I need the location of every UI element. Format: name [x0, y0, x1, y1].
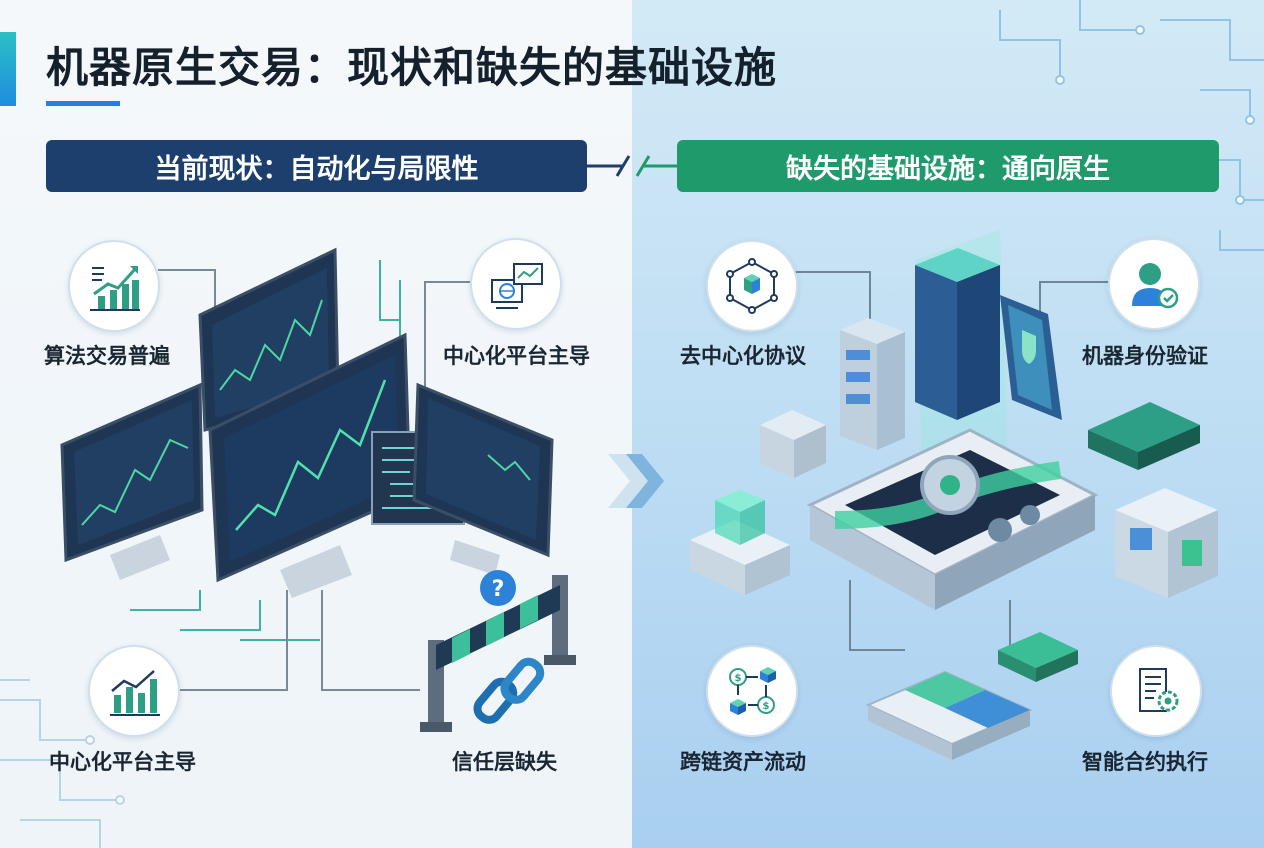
- circuit-traces-top-right: [999, 0, 1264, 251]
- title-underline: [46, 101, 120, 106]
- circuit-traces-bottom-left: [0, 679, 125, 848]
- trend-chart-icon: [68, 240, 160, 332]
- transition-chevron-icon: [608, 454, 664, 508]
- title-accent-bar: [0, 32, 16, 106]
- cross-chain-asset-label: 跨链资产流动: [680, 750, 806, 774]
- current-status-banner: 当前现状：自动化与局限性: [46, 140, 587, 192]
- bar-chart-icon: [88, 645, 180, 737]
- page-title: 机器原生交易：现状和缺失的基础设施: [46, 43, 778, 92]
- broken-trust-barrier-illustration: ?: [420, 570, 576, 732]
- trust-layer-missing-label: 信任层缺失: [452, 750, 557, 774]
- central-platform-label-top: 中心化平台主导: [443, 344, 590, 368]
- algo-trading-label: 算法交易普遍: [44, 344, 170, 368]
- machine-identity-label: 机器身份验证: [1082, 344, 1208, 368]
- network-nodes-icon: [706, 240, 798, 332]
- cross-chain-icon: $ $: [706, 645, 798, 737]
- banner-connector-icon: [587, 155, 679, 177]
- circuit-traces-left-center: [130, 260, 401, 641]
- smart-contract-label: 智能合约执行: [1082, 750, 1208, 774]
- svg-text:$: $: [763, 701, 770, 712]
- left-connectors: [158, 269, 470, 691]
- missing-infrastructure-banner: 缺失的基础设施：通向原生: [677, 140, 1219, 192]
- trading-monitors-illustration: [60, 247, 554, 598]
- contract-gear-icon: [1110, 645, 1202, 737]
- svg-text:$: $: [735, 673, 742, 684]
- user-verified-icon: [1108, 238, 1200, 330]
- central-platform-label-bottom: 中心化平台主导: [49, 750, 196, 774]
- svg-text:?: ?: [492, 577, 505, 602]
- blockchain-infrastructure-illustration: [690, 230, 1218, 760]
- decentralized-protocol-label: 去中心化协议: [680, 344, 806, 368]
- central-platform-icon: [470, 238, 562, 330]
